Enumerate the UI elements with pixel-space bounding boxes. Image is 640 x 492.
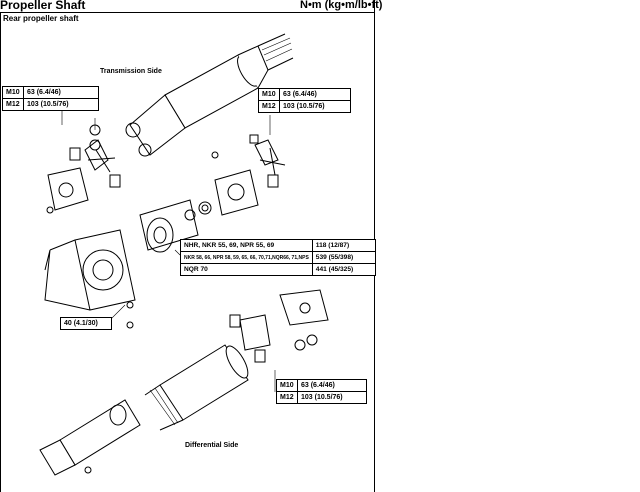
model-cell: NQR 70: [180, 263, 313, 276]
table-row: NKR 58, 66, NPR 58, 59, 65, 66, 70,71,NQ…: [180, 251, 376, 264]
model-cell: NHR, NKR 55, 69, NPR 55, 69: [180, 239, 313, 252]
torque-value-cell: 103 (10.5/76): [279, 100, 351, 113]
torque-value-cell: 103 (10.5/76): [23, 98, 99, 111]
bolt-size-cell: M12: [276, 391, 298, 404]
torque-table-bottom: M10 63 (6.4/46) M12 103 (10.5/76): [276, 379, 367, 404]
table-row: M12 103 (10.5/76): [276, 391, 367, 404]
center-bearing-bracket: [44, 229, 136, 329]
page-frame-top: [0, 12, 375, 13]
torque-value-cell: 118 (12/87): [311, 239, 376, 252]
right-universal-joint: [211, 134, 286, 188]
sleeve-yoke: [39, 399, 141, 476]
torque-value-cell: 103 (10.5/76): [297, 391, 367, 404]
bolt-size-cell: M10: [258, 88, 280, 101]
table-row: M10 63 (6.4/46): [258, 88, 351, 101]
torque-value-cell: 539 (55/398): [311, 251, 376, 264]
left-flange-yoke: [46, 167, 89, 214]
page-frame-left: [0, 12, 1, 492]
torque-table-left: M10 63 (6.4/46) M12 103 (10.5/76): [2, 86, 99, 111]
differential-side-label: Differential Side: [185, 442, 239, 449]
center-coupling: [139, 199, 212, 253]
transmission-side-label: Transmission Side: [100, 68, 162, 75]
bolt-size-cell: M12: [258, 100, 280, 113]
rear-shaft-tube-upper: [164, 33, 294, 129]
rear-shaft-tube-lower: [144, 344, 249, 431]
bolt-size-cell: M10: [276, 379, 298, 392]
units-label: N•m (kg•m/lb•ft): [300, 0, 383, 11]
table-row: M12 103 (10.5/76): [258, 100, 351, 113]
upper-yoke: [125, 94, 186, 157]
torque-value-cell: 63 (6.4/46): [297, 379, 367, 392]
bolt-size-cell: M10: [2, 86, 24, 99]
bearing-bolt-torque-box: 40 (4.1/30): [60, 317, 112, 330]
torque-table-right: M10 63 (6.4/46) M12 103 (10.5/76): [258, 88, 351, 113]
table-row: NHR, NKR 55, 69, NPR 55, 69 118 (12/87): [180, 239, 376, 252]
center-nut-torque-table: NHR, NKR 55, 69, NPR 55, 69 118 (12/87) …: [180, 239, 376, 276]
torque-value-cell: 40 (4.1/30): [60, 317, 112, 330]
page-title: Propeller Shaft: [0, 0, 86, 12]
bolt-size-cell: M12: [2, 98, 24, 111]
torque-value-cell: 441 (45/325): [311, 263, 376, 276]
table-row: M10 63 (6.4/46): [2, 86, 99, 99]
model-cell: NKR 58, 66, NPR 58, 59, 65, 66, 70,71,NQ…: [180, 251, 313, 264]
table-row: M10 63 (6.4/46): [276, 379, 367, 392]
section-subtitle: Rear propeller shaft: [3, 14, 79, 23]
table-row: NQR 70 441 (45/325): [180, 263, 376, 276]
torque-value-cell: 63 (6.4/46): [23, 86, 99, 99]
differential-universal-joint: [229, 289, 329, 363]
table-row: 40 (4.1/30): [60, 317, 112, 330]
right-flange-yoke: [214, 169, 259, 216]
table-row: M12 103 (10.5/76): [2, 98, 99, 111]
torque-value-cell: 63 (6.4/46): [279, 88, 351, 101]
